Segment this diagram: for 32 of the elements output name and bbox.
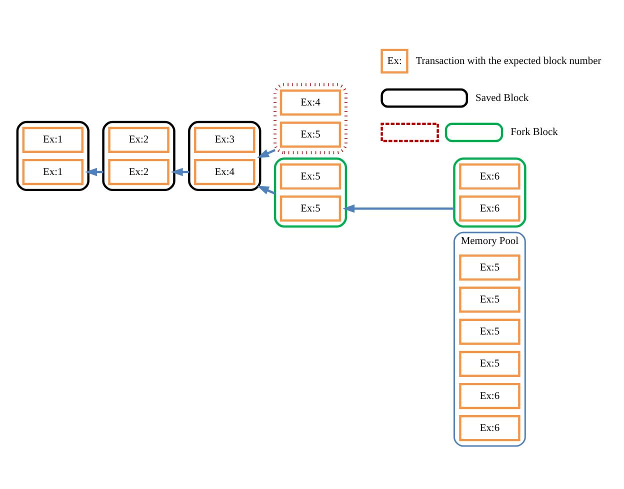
arrow — [257, 148, 276, 158]
legend-label: Transaction with the expected block number — [416, 55, 602, 66]
node-box: Ex:5 — [280, 121, 342, 148]
legend-label: Fork Block — [510, 126, 558, 138]
node-box: Ex:5 — [280, 195, 342, 222]
arrow — [342, 204, 454, 212]
node-box: Ex:5 — [459, 254, 520, 280]
node-box: Ex:4 — [194, 158, 256, 185]
legend-label: Saved Block — [476, 92, 529, 104]
node-box: Ex:3 — [194, 126, 256, 152]
node-box: Ex:2 — [108, 158, 170, 185]
node-box: Ex:5 — [459, 318, 520, 344]
label: Ex: — [387, 55, 402, 66]
node-box: Ex:6 — [459, 382, 520, 409]
cluster — [274, 156, 348, 228]
arrow — [84, 167, 104, 176]
cluster — [102, 120, 176, 191]
arrow — [170, 167, 190, 176]
node-box: Ex:5 — [280, 162, 342, 190]
node-box: Ex:6 — [459, 195, 520, 222]
node-box: Ex:6 — [459, 162, 520, 190]
cluster — [16, 120, 90, 191]
node-box: Ex:4 — [280, 89, 342, 116]
node-box: Ex:5 — [459, 286, 520, 312]
node-box: Ex:5 — [459, 350, 520, 376]
node-box: Ex:1 — [22, 158, 84, 185]
cluster — [188, 120, 262, 191]
cluster — [453, 156, 526, 228]
node-box: Ex:2 — [108, 126, 170, 152]
cluster — [274, 82, 348, 154]
node-box: Ex:6 — [459, 414, 520, 441]
node-box: Ex:1 — [22, 126, 84, 152]
